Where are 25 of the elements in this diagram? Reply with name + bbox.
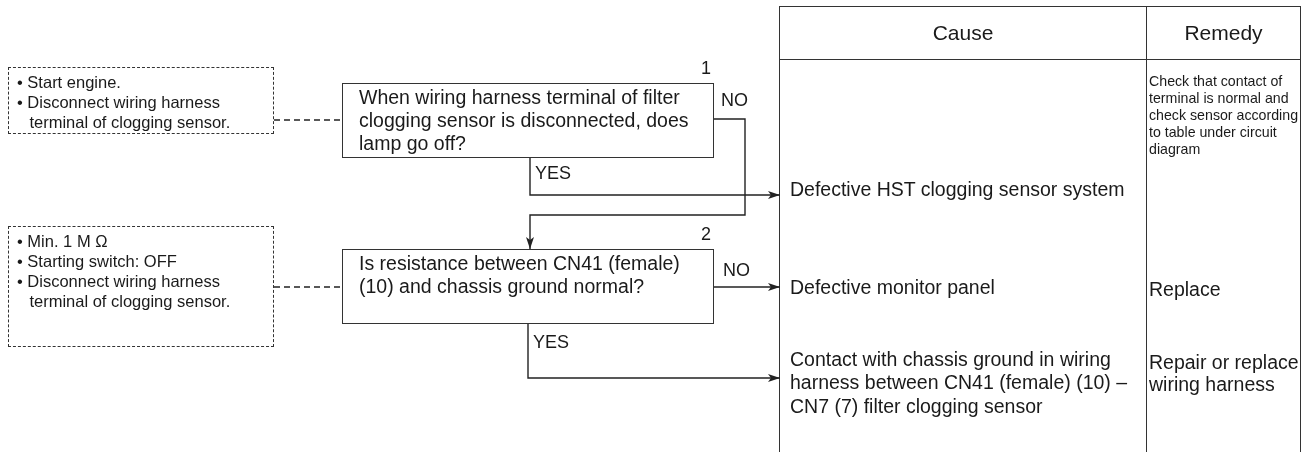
note-box (8, 67, 274, 134)
arrow (526, 118, 746, 250)
cause-text: Defective HST clogging sensor system (790, 178, 1126, 202)
question-text: Is resistance between CN41 (female) (10) and chassis ground normal? (359, 252, 681, 298)
note-text: • Disconnect wiring harness terminal of clogging sensor. (17, 92, 232, 133)
note-text: • Start engine. (17, 72, 122, 93)
column-header: Remedy (1183, 20, 1264, 46)
note-box (8, 226, 274, 347)
note-text: • Disconnect wiring harness terminal of clogging sensor. (17, 271, 232, 312)
arrow (713, 283, 781, 291)
remedy-text: Check that contact of terminal is normal and check sensor according to table under circuit diagram (1149, 73, 1299, 159)
column-header: Cause (931, 20, 995, 46)
remedy-text: Replace (1149, 278, 1222, 301)
note-text: • Starting switch: OFF (17, 251, 178, 272)
cause-text: Defective monitor panel (790, 276, 996, 300)
dashed-connector (273, 119, 343, 121)
question-text: When wiring harness terminal of filter clogging sensor is disconnected, does lamp go off? (359, 86, 690, 155)
note-text: • Min. 1 M Ω (17, 231, 109, 252)
cause-text: Contact with chassis ground in wiring harness between CN41 (female) (10) – CN7 (7) filter clogging sensor (790, 348, 1129, 419)
remedy-text: Repair or replace wiring harness (1149, 351, 1299, 396)
arrow (527, 323, 781, 382)
dashed-connector (273, 286, 343, 288)
arrow (529, 157, 781, 199)
step-number: 1 (701, 58, 711, 80)
step-number: 2 (701, 224, 711, 246)
